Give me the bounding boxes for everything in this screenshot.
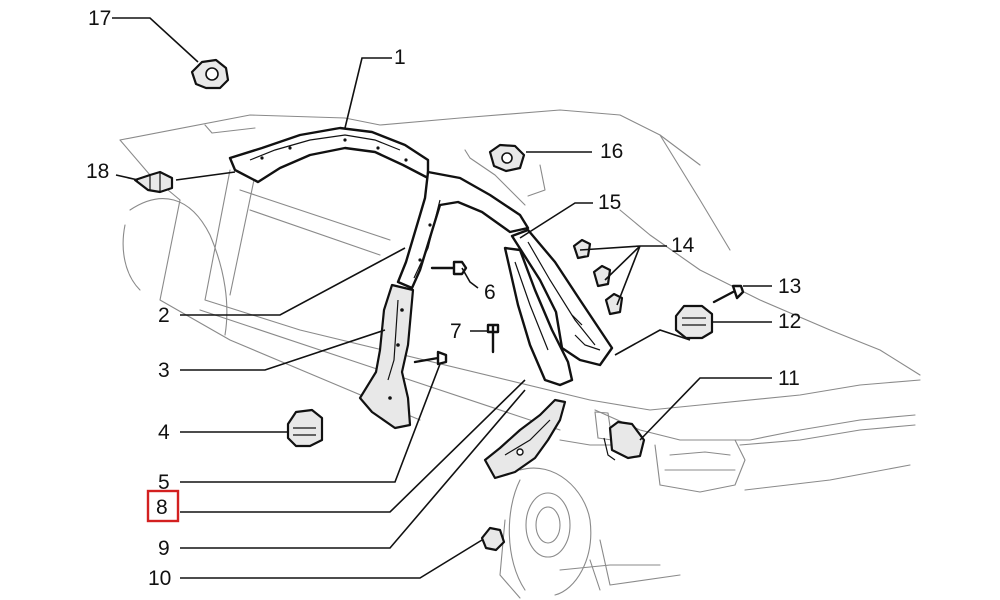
part-7-screw <box>486 323 500 354</box>
callout-10: 10 <box>148 567 171 590</box>
part-14-clips <box>572 238 624 316</box>
callout-3: 3 <box>158 359 170 382</box>
leader-14 <box>579 245 667 306</box>
part-1-roof-trim <box>228 126 430 184</box>
part-11-bracket <box>603 420 646 461</box>
callout-2: 2 <box>158 304 170 327</box>
callout-12: 12 <box>778 310 801 333</box>
callout-14: 14 <box>671 234 695 257</box>
car-body-outline <box>119 109 921 599</box>
leader-2 <box>180 247 406 316</box>
part-6-seat <box>574 334 601 351</box>
part-2-b-pillar-upper <box>396 170 530 290</box>
leader-lines <box>112 17 772 579</box>
leader-17 <box>112 17 199 63</box>
part-18-pin <box>133 170 174 194</box>
leader-3 <box>180 329 386 371</box>
callout-5: 5 <box>158 471 170 494</box>
part-4-clip <box>286 408 324 448</box>
callout-16: 16 <box>600 140 623 163</box>
part-10-clip <box>480 526 506 552</box>
leader-1 <box>344 57 392 129</box>
callout-4: 4 <box>158 421 170 444</box>
rear-arch-trim <box>483 398 567 480</box>
leader-10 <box>180 539 483 579</box>
leader-8 <box>180 379 526 513</box>
leader-15 <box>519 202 593 239</box>
callout-8: 8 <box>156 496 168 519</box>
callout-18: 18 <box>86 160 109 183</box>
part-8-screw <box>413 350 448 366</box>
leader-12-aux <box>614 329 691 356</box>
leader-9 <box>180 389 526 549</box>
part-13-screw <box>712 284 745 304</box>
part-9-quarter-strip <box>503 246 574 387</box>
leader-11 <box>639 377 772 441</box>
leader-6 <box>461 267 479 289</box>
part-12-clip <box>674 304 714 340</box>
leader-5 <box>180 363 441 483</box>
callout-13: 13 <box>778 275 801 298</box>
part-6-screw <box>430 260 468 276</box>
callout-8-highlight-box <box>146 489 180 523</box>
callout-11: 11 <box>778 367 800 390</box>
callout-6: 6 <box>484 281 496 304</box>
callout-1: 1 <box>394 46 406 69</box>
callout-17: 17 <box>88 7 111 30</box>
callout-9: 9 <box>158 537 170 560</box>
leader-18 <box>115 171 236 181</box>
part-3-b-pillar-lower <box>358 283 415 430</box>
part-17-clip <box>190 58 230 90</box>
callout-7: 7 <box>450 320 462 343</box>
callout-labels: 17 1 18 16 15 14 13 12 11 6 7 2 3 4 5 8 … <box>86 7 801 590</box>
part-15-c-pillar <box>510 228 614 367</box>
part-16-clip <box>488 143 526 173</box>
callout-15: 15 <box>598 191 621 214</box>
